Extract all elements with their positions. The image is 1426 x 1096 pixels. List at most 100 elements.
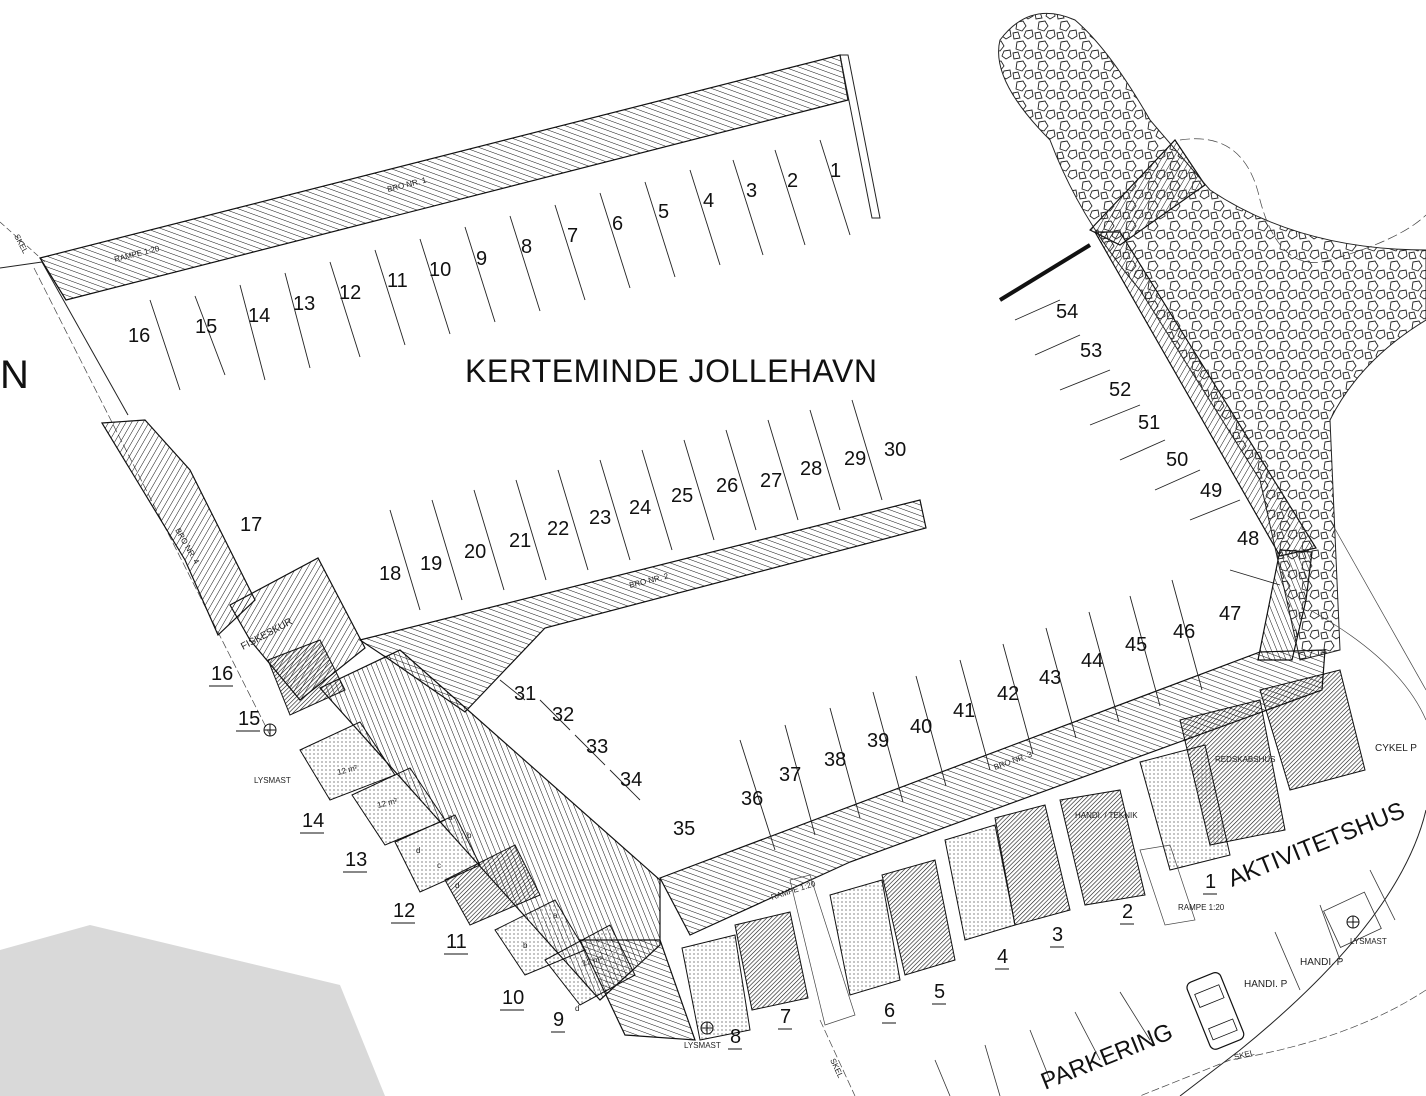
slip-number-29: 29 bbox=[844, 448, 866, 470]
slip-divider-28 bbox=[389, 509, 421, 611]
slip-number-43: 43 bbox=[1039, 667, 1061, 689]
slip-number-51: 51 bbox=[1138, 412, 1160, 434]
slip-number-14: 14 bbox=[248, 305, 270, 327]
slip-divider-6 bbox=[599, 192, 631, 289]
building-number-13: 13 bbox=[345, 849, 367, 871]
slip-divider-51 bbox=[1014, 299, 1061, 321]
sheds-left bbox=[267, 639, 636, 1006]
handi-p-label-1: HANDI. P bbox=[1244, 979, 1288, 990]
building-number-5: 5 bbox=[934, 981, 945, 1003]
slip-divider-3 bbox=[732, 159, 764, 256]
slip-divider-19 bbox=[767, 419, 799, 521]
lysmast-icon bbox=[263, 723, 1360, 1035]
building-number-3: 3 bbox=[1052, 924, 1063, 946]
slip-number-31: 31 bbox=[514, 683, 536, 705]
building-number-14: 14 bbox=[302, 810, 324, 832]
skel-label-left: SKEL bbox=[12, 233, 30, 256]
building-number-7: 7 bbox=[780, 1006, 791, 1028]
road-curve-right bbox=[1329, 519, 1426, 691]
slip-number-10: 10 bbox=[429, 259, 451, 281]
road-curve-top bbox=[1179, 138, 1426, 263]
slip-divider-26 bbox=[473, 489, 505, 591]
slip-divider-17 bbox=[851, 399, 883, 501]
slip-number-16: 16 bbox=[128, 325, 150, 347]
lysmast-box bbox=[1323, 891, 1382, 948]
slip-number-18: 18 bbox=[379, 563, 401, 585]
slip-number-2: 2 bbox=[787, 170, 798, 192]
slip-number-3: 3 bbox=[746, 180, 757, 202]
building-number-2: 2 bbox=[1122, 901, 1133, 923]
parkering-label: PARKERING bbox=[1037, 1018, 1177, 1095]
slip-divider-7 bbox=[554, 204, 586, 301]
slip-number-11: 11 bbox=[387, 270, 408, 292]
lysmast-label-1: LYSMAST bbox=[254, 776, 291, 785]
car-icon bbox=[1186, 972, 1245, 1050]
building-number-12: 12 bbox=[393, 900, 415, 922]
slip-number-21: 21 bbox=[509, 530, 531, 552]
slip-divider-33 bbox=[915, 675, 947, 787]
gangway-right bbox=[998, 243, 1092, 302]
slip-number-39: 39 bbox=[867, 730, 889, 752]
slip-number-23: 23 bbox=[589, 507, 611, 529]
slip-number-15: 15 bbox=[195, 316, 217, 338]
slip-number-53: 53 bbox=[1080, 340, 1102, 362]
slip-divider-50 bbox=[1034, 334, 1081, 356]
slip-number-6: 6 bbox=[612, 213, 623, 235]
slip-divider-36 bbox=[1045, 627, 1077, 739]
slip-number-1: 1 bbox=[830, 160, 841, 182]
skel-label-bottom-1: SKEL bbox=[828, 1057, 845, 1080]
slip-number-13: 13 bbox=[293, 293, 315, 315]
skel-line-vertical bbox=[819, 1019, 856, 1096]
slip-number-24: 24 bbox=[629, 497, 651, 519]
slip-number-41: 41 bbox=[953, 700, 975, 722]
slip-number-38: 38 bbox=[824, 749, 846, 771]
slip-number-44: 44 bbox=[1081, 650, 1103, 672]
slip-divider-lines bbox=[149, 139, 1281, 851]
slip-divider-8 bbox=[509, 215, 541, 312]
pier-bro-1-end bbox=[839, 54, 881, 219]
slip-divider-34 bbox=[959, 659, 991, 771]
slip-divider-32 bbox=[872, 691, 904, 803]
slip-divider-44 bbox=[1229, 569, 1281, 586]
sea-area bbox=[0, 925, 385, 1096]
slip-divider-12 bbox=[329, 261, 361, 358]
slip-divider-10 bbox=[419, 238, 451, 335]
slip-divider-16 bbox=[149, 299, 181, 391]
redskabshus-label: REDSKABSHUS bbox=[1215, 755, 1275, 764]
slip-number-37: 37 bbox=[779, 764, 801, 786]
ramp-right bbox=[1139, 844, 1196, 926]
skel-line-bottom bbox=[1139, 989, 1426, 1096]
slip-number-47: 47 bbox=[1219, 603, 1241, 625]
slip-number-49: 49 bbox=[1200, 480, 1222, 502]
slip-divider-47 bbox=[1119, 439, 1166, 461]
pier-bro-1 bbox=[39, 54, 849, 301]
sheds-right bbox=[681, 669, 1366, 1041]
slip-divider-21 bbox=[683, 439, 715, 541]
shed-letter-a-2: a bbox=[553, 911, 558, 920]
harbor-title: KERTEMINDE JOLLEHAVN bbox=[465, 353, 877, 389]
slip-number-32: 32 bbox=[552, 704, 574, 726]
slip-divider-22 bbox=[641, 449, 673, 551]
handi-p-label-2: HANDI. P bbox=[1300, 957, 1344, 968]
building-number-6: 6 bbox=[884, 1000, 895, 1022]
slip-number-52: 52 bbox=[1109, 379, 1131, 401]
shed-letter-c-1: c bbox=[437, 861, 441, 870]
slip-number-8: 8 bbox=[521, 236, 532, 258]
slip-number-20: 20 bbox=[464, 541, 486, 563]
slip-number-17: 17 bbox=[240, 514, 262, 536]
slip-number-28: 28 bbox=[800, 458, 822, 480]
slip-divider-41 bbox=[539, 699, 571, 731]
slip-number-22: 22 bbox=[547, 518, 569, 540]
slip-divider-49 bbox=[1059, 369, 1111, 391]
slip-divider-31 bbox=[829, 707, 861, 819]
slip-number-9: 9 bbox=[476, 248, 487, 270]
slip-divider-37 bbox=[1088, 611, 1120, 723]
handicap-teknik-label: HANDI. / TEKNIK bbox=[1075, 811, 1138, 820]
slip-divider-15 bbox=[194, 295, 226, 376]
lysmast-label-2: LYSMAST bbox=[684, 1041, 721, 1050]
building-number-8: 8 bbox=[730, 1026, 741, 1048]
slip-divider-20 bbox=[725, 429, 757, 531]
shed-letter-d-1: d bbox=[416, 846, 420, 855]
